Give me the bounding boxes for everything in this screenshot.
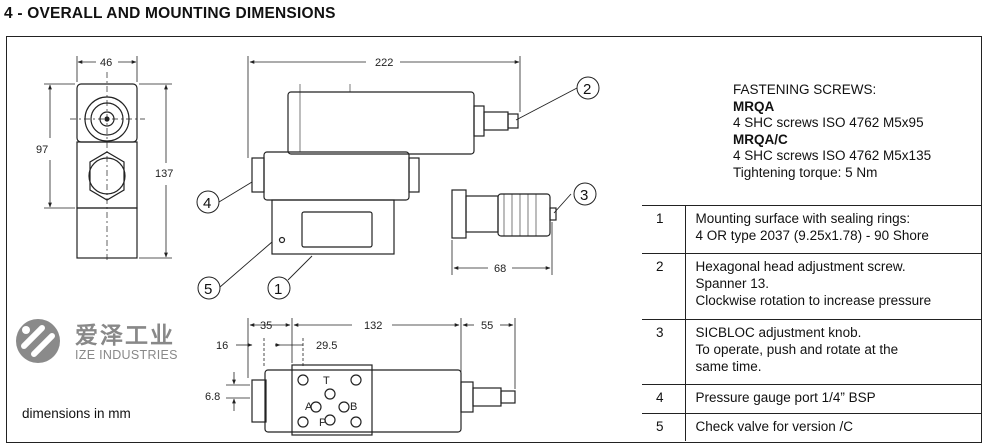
- legend-number: 3: [642, 319, 686, 385]
- legend-row: 3 SICBLOC adjustment knob. To operate, p…: [642, 319, 982, 385]
- dim-29-5: 29.5: [316, 340, 337, 352]
- callout-3-label: 3: [580, 187, 588, 204]
- ize-logo: 爱泽工业 IZE INDUSTRIES: [12, 316, 192, 366]
- section-title: 4 - OVERALL AND MOUNTING DIMENSIONS: [4, 5, 336, 22]
- callout-1: 1: [267, 276, 291, 300]
- mrqa-screws: 4 SHC screws ISO 4762 M5x95: [733, 115, 924, 130]
- legend-line: SICBLOC adjustment knob.: [695, 325, 862, 340]
- legend-row: 4 Pressure gauge port 1/4” BSP: [642, 384, 982, 414]
- bottom-dimension-lines: [226, 318, 516, 411]
- mrqac-title: MRQA/C: [733, 131, 788, 147]
- legend-description: Check valve for version /C: [685, 413, 982, 441]
- legend-line: 4 OR type 2037 (9.25x1.78) - 90 Shore: [695, 228, 929, 243]
- callout-5: 5: [197, 276, 221, 300]
- legend-number: 4: [642, 384, 686, 414]
- tightening-torque: Tightening torque: 5 Nm: [733, 164, 878, 180]
- legend-description: Hexagonal head adjustment screw. Spanner…: [685, 253, 982, 320]
- callout-2: 2: [576, 76, 600, 100]
- port-b: B: [350, 401, 357, 413]
- legend-number: 2: [642, 253, 686, 320]
- logo-chinese-text: 爱泽工业: [75, 323, 175, 349]
- legend-row: 5 Check valve for version /C: [642, 413, 982, 441]
- knob-dimension-lines: [451, 222, 553, 275]
- legend-table: 1 Mounting surface with sealing rings: 4…: [642, 205, 982, 441]
- callout-4: 4: [196, 190, 220, 214]
- fastening-screws-note: FASTENING SCREWS: MRQA 4 SHC screws ISO …: [733, 82, 983, 181]
- legend-line: Spanner 13.: [695, 276, 770, 291]
- bottom-view: [251, 364, 516, 436]
- legend-number: 5: [642, 413, 686, 441]
- legend-row: 1 Mounting surface with sealing rings: 4…: [642, 205, 982, 254]
- callout-leaders: [218, 87, 578, 288]
- knob-view: [451, 189, 557, 239]
- dim-137: 137: [155, 168, 173, 180]
- port-p: P: [319, 417, 326, 429]
- callout-3: 3: [573, 182, 597, 206]
- logo-english-text: IZE INDUSTRIES: [75, 348, 178, 362]
- legend-line: same time.: [695, 359, 762, 374]
- legend-description: SICBLOC adjustment knob. To operate, pus…: [685, 319, 982, 385]
- legend-description: Pressure gauge port 1/4” BSP: [685, 384, 982, 414]
- legend-description: Mounting surface with sealing rings: 4 O…: [685, 205, 982, 254]
- dim-16: 16: [216, 340, 228, 352]
- dim-6-8: 6.8: [205, 391, 220, 403]
- dim-68: 68: [494, 263, 506, 275]
- mrqac-screws: 4 SHC screws ISO 4762 M5x135: [733, 148, 932, 163]
- dim-97: 97: [36, 144, 48, 156]
- mrqa-title: MRQA: [733, 98, 775, 114]
- port-t: T: [323, 375, 330, 387]
- legend-line: Hexagonal head adjustment screw.: [695, 259, 906, 274]
- dim-55: 55: [481, 320, 493, 332]
- units-note: dimensions in mm: [22, 406, 131, 421]
- callout-2-label: 2: [583, 81, 591, 98]
- fastening-heading: FASTENING SCREWS:: [733, 82, 877, 97]
- callout-5-label: 5: [204, 281, 212, 298]
- legend-line: To operate, push and rotate at the: [695, 342, 899, 357]
- legend-line: Check valve for version /C: [695, 419, 854, 434]
- callout-1-label: 1: [274, 281, 282, 298]
- side-dimension-lines: [247, 56, 521, 158]
- dim-46: 46: [100, 57, 112, 69]
- dim-35: 35: [260, 320, 272, 332]
- ize-logo-icon: [16, 319, 60, 363]
- legend-row: 2 Hexagonal head adjustment screw. Spann…: [642, 253, 982, 320]
- legend-line: Pressure gauge port 1/4” BSP: [695, 390, 876, 405]
- front-dimension-lines: [44, 56, 172, 259]
- legend-number: 1: [642, 205, 686, 254]
- callout-4-label: 4: [203, 195, 211, 212]
- front-view: [70, 72, 145, 260]
- legend-line: Clockwise rotation to increase pressure: [695, 293, 932, 308]
- legend-line: Mounting surface with sealing rings:: [695, 211, 911, 226]
- dim-132: 132: [364, 320, 382, 332]
- dim-222: 222: [375, 57, 393, 69]
- side-view: [251, 84, 519, 255]
- port-a: A: [305, 401, 313, 413]
